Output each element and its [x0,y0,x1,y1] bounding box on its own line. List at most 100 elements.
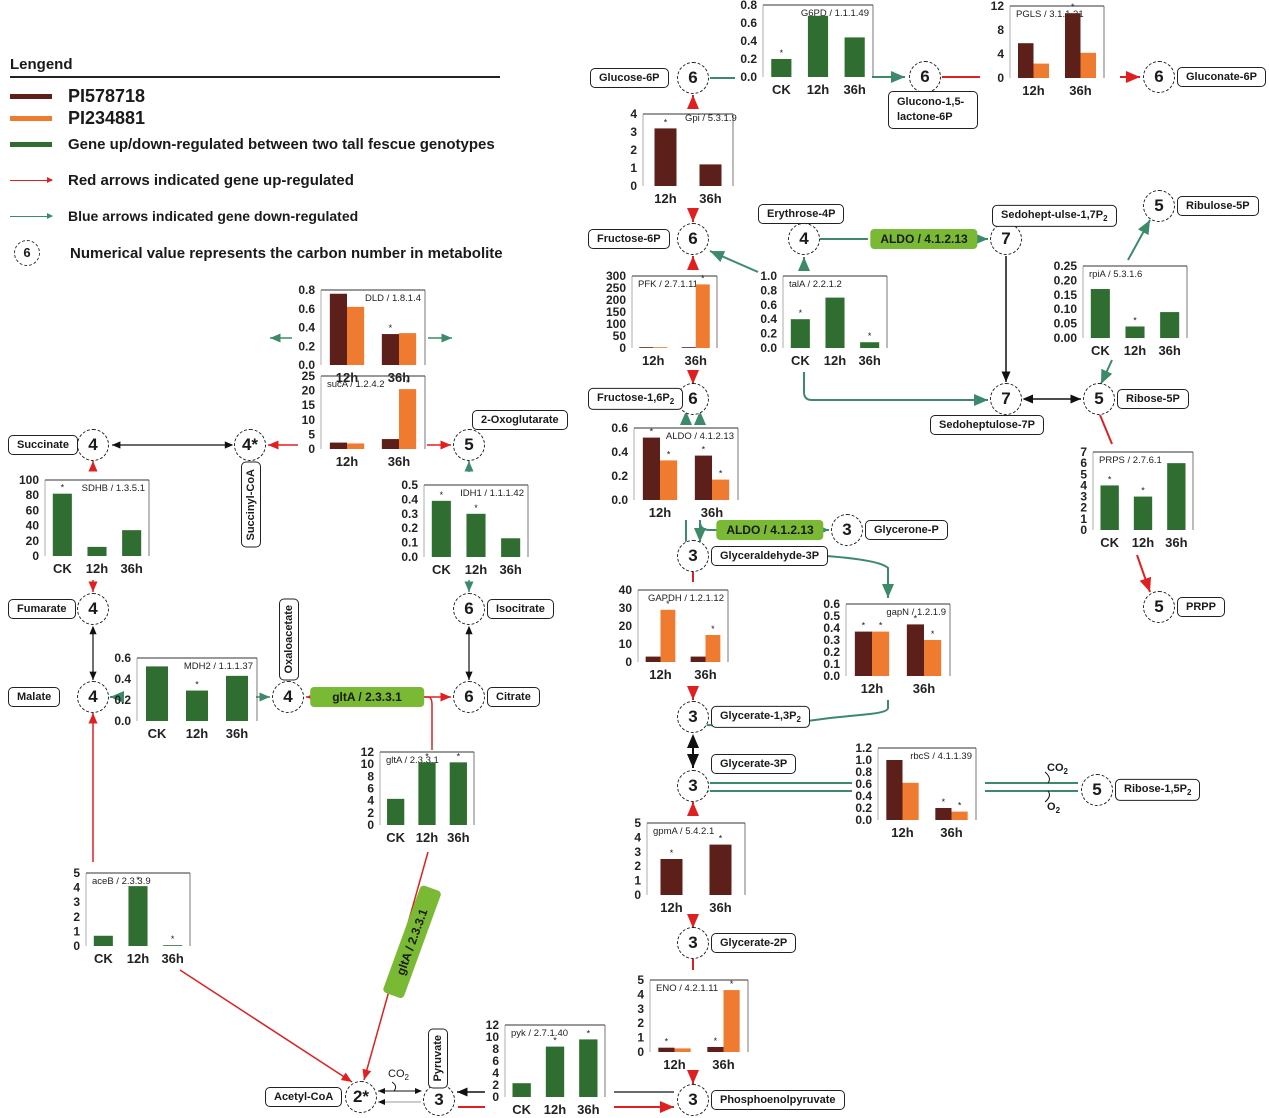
legend-label: PI578718 [68,86,146,106]
y-tick-label: 0.8 [855,765,872,779]
bar-aceb-diff-36h [163,945,183,946]
chart-title: ALDO / 4.1.2.13 [666,431,734,442]
y-tick-label: 4 [367,794,374,808]
x-tick-label: 36h [226,726,248,741]
significance-star: * [553,1036,557,1046]
y-tick-label: 0.00 [1054,331,1078,345]
metabolite-name: Glyceraldehyde-3P [720,550,820,562]
bar-rpia-diff-12h [1125,326,1145,338]
chart-title: aceB / 2.3.3.9 [92,876,151,887]
x-tick-label: 12h [127,951,149,966]
metabolite-name: Succinyl-CoA [245,469,257,541]
metabolite-name: Ribulose-5P [1186,200,1250,212]
y-tick-label: 0.0 [401,550,418,564]
x-tick-label: 12h [807,82,829,97]
bar-glta-diff-12h [418,762,436,825]
x-tick-label: 36h [843,82,865,97]
bar-eno-PI578718-36h [707,1046,724,1052]
y-tick-label: 12 [361,745,375,759]
x-tick-label: 12h [465,562,487,577]
carbon-node-gluconolactone: 6 [909,61,941,93]
legend-label: Red arrows indicated gene up-regulated [68,172,354,189]
x-tick-label: CK [512,1102,531,1117]
y-tick-label: 4 [492,1066,499,1080]
x-tick-label: 36h [699,191,721,206]
significance-star: * [719,469,723,479]
enzyme-glta-horizontal: gltA / 2.3.3.1 [310,687,424,707]
carbon-node-acetylcoa: 2* [345,1081,377,1113]
y-tick-label: 8 [367,769,374,783]
significance-star: * [862,621,866,631]
y-tick-label: 4 [73,881,80,895]
metabolite-label-glycerate3p: Glycerate-3P [711,754,797,774]
x-tick-label: 12h [824,353,846,368]
carbon-circle-icon: 6 [14,240,40,266]
y-tick-label: 0.0 [298,358,315,372]
legend-item-red-arrow: Red arrows indicated gene up-regulated [10,172,354,189]
y-tick-label: 60 [26,503,40,517]
significance-star: * [799,308,803,318]
y-tick-label: 0.2 [740,52,757,66]
y-tick-label: 0.2 [401,521,418,535]
y-tick-label: 5 [637,973,644,987]
x-tick-label: CK [791,353,810,368]
arrow-tala-s7p [803,372,988,406]
metabolite-label-fructose6p: Fructose-6P [588,229,670,249]
y-tick-label: 7 [1080,445,1087,459]
y-tick-label: 0.4 [298,321,315,335]
metabolite-label-gluconolactone: Glucono-1,5-lactone-6P [888,91,978,129]
legend-label: Blue arrows indicated gene down-regulate… [68,208,359,224]
significance-star: * [1108,474,1112,484]
metabolite-name: Citrate [496,691,531,703]
y-tick-label: 3 [630,125,637,139]
bar-suca-PI578718-12h [329,442,347,449]
y-tick-label: 0.8 [760,283,777,297]
x-tick-label: 12h [1132,535,1154,550]
y-tick-label: 2 [630,143,637,157]
y-tick-label: 12 [486,1018,500,1032]
metabolite-name: Fructose-6P [597,233,661,245]
legend-item-carbon: 6 Numerical value represents the carbon … [10,240,503,266]
y-tick-label: 0.10 [1054,302,1078,316]
carbon-node-fructose6p: 6 [677,223,709,255]
metabolite-name: Glucose-6P [599,72,660,84]
y-tick-label: 0.4 [114,672,131,686]
metabolite-name: Fumarate [17,603,67,615]
y-tick-label: 0.2 [611,469,628,483]
metabolite-name: 2-Oxoglutarate [481,414,559,426]
bar-idh1-diff-36h [501,538,521,557]
x-tick-label: 36h [709,900,731,915]
carbon-node-gluconate6p: 6 [1143,61,1175,93]
co2-curve-pyruvate [391,1081,397,1092]
bar-aceb-diff-12h [128,886,148,946]
metabolite-label-erythrose4p: Erythrose-4P [758,204,845,224]
metabolite-name: Ribose-1,5P [1124,782,1187,795]
metabolite-subscript: 2 [1186,788,1192,798]
y-tick-label: 0.6 [760,298,777,312]
x-tick-label: 12h [891,825,913,840]
x-tick-label: 12h [1022,83,1044,98]
significance-star: * [425,751,429,761]
y-tick-label: 0 [625,655,632,669]
metabolite-label-ribose15p2: Ribose-1,5P2 [1115,778,1201,802]
y-tick-label: 0.4 [855,789,872,803]
significance-star: * [440,490,444,500]
y-tick-label: 3 [634,845,641,859]
bar-mdh2-diff-CK [146,666,168,721]
metabolite-label-acetylcoa: Acetyl-CoA [265,1087,343,1107]
x-tick-label: CK [1100,535,1119,550]
significance-star: * [650,427,654,437]
arrow-rpia-ru5p [1127,219,1151,261]
metabolite-name: Glycerone-P [874,524,939,536]
co2-sub: 2 [404,1073,409,1083]
x-tick-label: 36h [685,353,707,368]
bar-rbcs-PI234881-36h [951,811,968,820]
bar-sdhb-diff-CK [52,493,72,556]
y-tick-label: 0.2 [114,693,131,707]
